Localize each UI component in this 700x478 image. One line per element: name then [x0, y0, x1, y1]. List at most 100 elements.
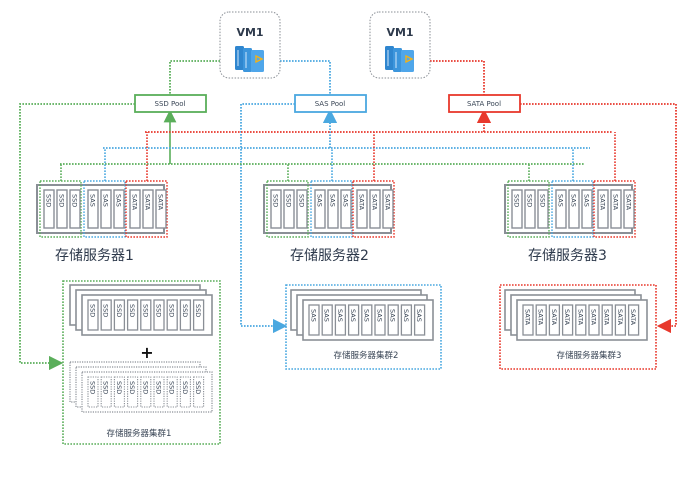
- sata-pool-to-cluster3-line: [520, 103, 677, 334]
- sas-disk: [347, 304, 360, 336]
- sata-disk: [548, 304, 561, 336]
- cluster3-border: [499, 284, 657, 370]
- ssd-disk: [524, 189, 536, 229]
- disk-label: SSD: [155, 381, 163, 394]
- disk-label: SSD: [89, 381, 97, 394]
- ssd-disk: [179, 299, 192, 331]
- ssd-disk: [537, 189, 549, 229]
- ssd-disk: [166, 299, 178, 331]
- ssd-disk: [43, 189, 55, 229]
- sas-disk: [374, 304, 386, 336]
- ssd-disk-group: [266, 180, 309, 238]
- disk-label: SATA: [550, 309, 558, 326]
- sas-disk: [327, 189, 339, 229]
- sata-disk: [597, 189, 609, 229]
- disk-label: SSD: [45, 194, 53, 207]
- sata-disk: [601, 304, 613, 336]
- sas-disk: [314, 189, 326, 229]
- sata-disk: [129, 189, 141, 229]
- sata-disk-group: [352, 180, 395, 238]
- disk-label: SSD: [115, 304, 123, 317]
- disk-label: SATA: [371, 194, 379, 211]
- cluster-label: 存储服务器集群2: [334, 350, 399, 361]
- pool-sas: SAS Pool: [294, 94, 367, 113]
- disk-label: SATA: [616, 309, 624, 326]
- ssd-disk-group: [507, 180, 550, 238]
- sas-disk: [413, 304, 426, 336]
- disk-label: SSD: [285, 194, 293, 207]
- sas-disk: [100, 189, 112, 229]
- disk-label: SSD: [155, 304, 163, 317]
- vm-label: VM1: [386, 26, 413, 39]
- ssd-disk: [153, 299, 165, 331]
- disk-label: SSD: [513, 194, 521, 207]
- disk-label: SSD: [181, 381, 189, 394]
- cluster-label: 存储服务器集群1: [107, 428, 172, 439]
- disk-label: SATA: [384, 194, 392, 211]
- vm-to-ssd-pool-line: [169, 60, 220, 95]
- disk-label: SATA: [603, 309, 611, 326]
- sas-disk: [581, 189, 593, 229]
- disk-label: SAS: [376, 309, 384, 322]
- disk-label: SSD: [102, 304, 110, 317]
- sata-disk: [535, 304, 547, 336]
- sata-disk: [382, 189, 394, 229]
- sata-disk: [588, 304, 600, 336]
- sas-disk: [555, 189, 567, 229]
- disk-label: SATA: [576, 309, 584, 326]
- disk-label: SAS: [415, 309, 423, 322]
- sas-disk: [400, 304, 413, 336]
- disk-label: SSD: [298, 194, 306, 207]
- vm-node: VM1: [219, 11, 281, 79]
- disk-label: SATA: [358, 194, 366, 211]
- disk-label: SAS: [323, 309, 331, 322]
- disk-label: SSD: [168, 381, 176, 394]
- disk-label: SATA: [599, 194, 607, 211]
- disk-label: SSD: [102, 381, 110, 394]
- disk-label: SATA: [625, 194, 633, 211]
- disk-label: SAS: [389, 309, 397, 322]
- disk-label: SAS: [402, 309, 410, 322]
- pool-label: SAS Pool: [315, 100, 346, 108]
- disk-label: SSD: [181, 304, 189, 317]
- disk-label: SSD: [71, 194, 79, 207]
- ssd-disk: [69, 189, 81, 229]
- sata-disk: [356, 189, 368, 229]
- ssd-disk: [270, 189, 282, 229]
- ssd-virtual-disk: [179, 376, 191, 408]
- disk-label: SSD: [141, 304, 149, 317]
- disk-label: SSD: [272, 194, 280, 207]
- server-label: 存储服务器1: [55, 248, 134, 264]
- disk-label: SATA: [590, 309, 598, 326]
- ssd-disk: [192, 299, 205, 331]
- disk-label: SAS: [570, 194, 578, 207]
- vm-to-sas-pool-line: [280, 60, 331, 95]
- ssd-disk: [296, 189, 308, 229]
- ssd-disk: [56, 189, 68, 229]
- disk-label: SATA: [524, 309, 532, 326]
- disk-label: SSD: [194, 304, 202, 317]
- ssd-pool-to-cluster1-line: [19, 103, 135, 371]
- pool-ssd: SSD Pool: [134, 94, 207, 113]
- disk-label: SATA: [537, 309, 545, 326]
- disk-label: SATA: [144, 194, 152, 211]
- sata-disk: [623, 189, 635, 229]
- disk-label: SAS: [557, 194, 565, 207]
- server-label: 存储服务器2: [290, 248, 369, 264]
- sas-disk: [321, 304, 333, 336]
- server-label: 存储服务器3: [528, 248, 607, 264]
- sas-disk: [113, 189, 125, 229]
- ssd-disk: [126, 299, 139, 331]
- ssd-virtual-disk: [166, 376, 178, 408]
- cluster1-border: [62, 280, 221, 445]
- disk-label: SSD: [128, 381, 136, 394]
- cluster-label: 存储服务器集群3: [557, 350, 622, 361]
- disk-label: SATA: [157, 194, 165, 211]
- disk-label: SAS: [362, 309, 370, 322]
